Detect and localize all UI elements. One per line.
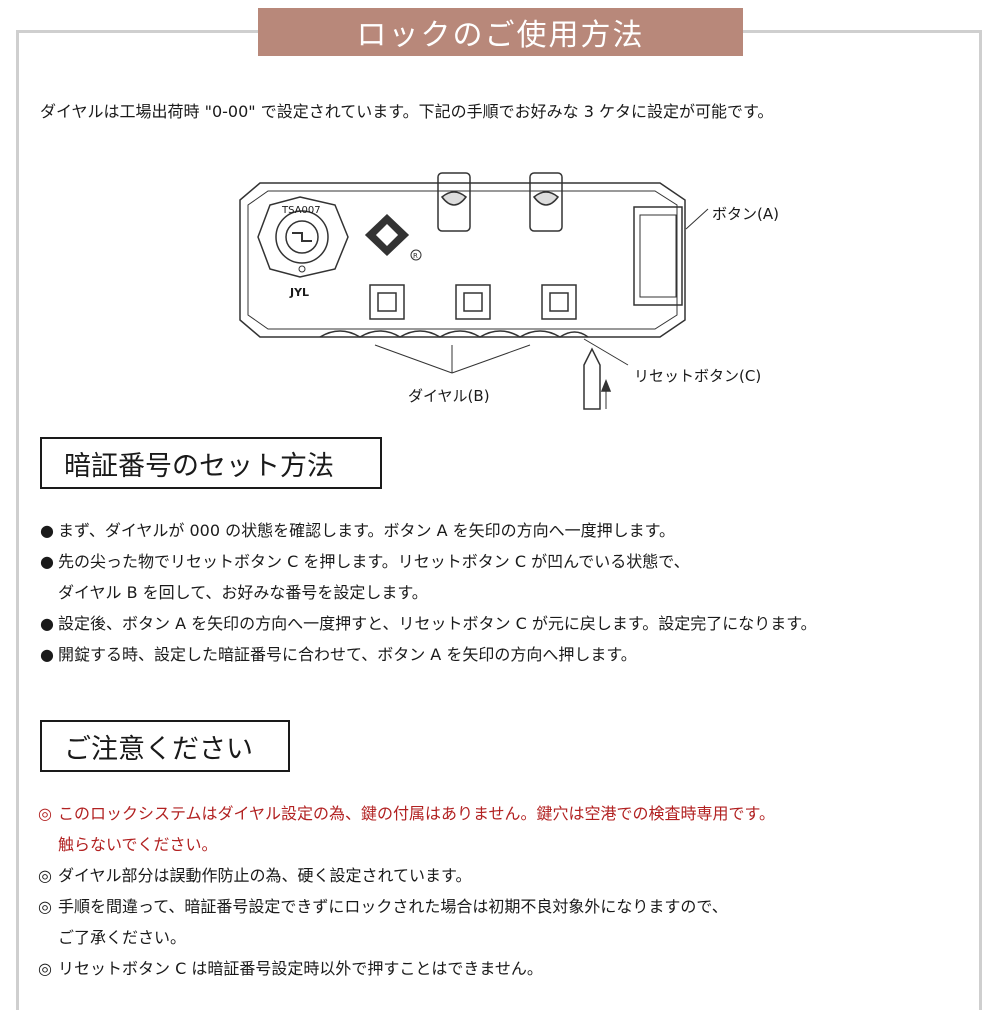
note-text: ご了承ください。: [58, 928, 187, 947]
list-item: ●設定後、ボタン A を矢印の方向へ一度押すと、リセットボタン C が元に戻しま…: [40, 608, 817, 639]
list-item: ●まず、ダイヤルが 000 の状態を確認します。ボタン A を矢印の方向へ一度押…: [40, 515, 817, 546]
page-title: ロックのご使用方法: [258, 8, 743, 56]
step-text: まず、ダイヤルが 000 の状態を確認します。ボタン A を矢印の方向へ一度押し…: [58, 521, 676, 540]
label-reset-c: リセットボタン(C): [634, 367, 761, 385]
lock-body: [239, 182, 686, 338]
label-dial-b: ダイヤル(B): [408, 387, 490, 405]
section-title-setup: 暗証番号のセット方法: [40, 437, 382, 489]
bullet-icon: ●: [40, 614, 54, 633]
bullet-icon: ●: [40, 552, 54, 571]
note-text: ダイヤル部分は誤動作防止の為、硬く設定されています。: [58, 866, 472, 885]
note-mark-icon: ◎: [38, 959, 52, 978]
pin-tool-icon: [583, 347, 601, 410]
note-mark-icon: ◎: [38, 804, 52, 823]
note: ◎ 手順を間違って、暗証番号設定できずにロックされた場合は初期不良対象外になります…: [38, 891, 775, 922]
setup-steps: ●まず、ダイヤルが 000 の状態を確認します。ボタン A を矢印の方向へ一度押…: [40, 515, 817, 670]
caution-notes: ◎ このロックシステムはダイヤル設定の為、鍵の付属はありません。鍵穴は空港での検査…: [38, 798, 775, 984]
note-continuation: ご了承ください。: [38, 922, 775, 953]
note: ◎ リセットボタン C は暗証番号設定時以外で押すことはできません。: [38, 953, 775, 984]
tsa-text: TSA007: [281, 205, 321, 216]
label-button-a: ボタン(A): [712, 205, 779, 223]
dial-wheels: [319, 330, 589, 338]
lock-diagram: TSA007 JYL R ボタン(A) ダイヤル(B) リセットボタン(C): [230, 165, 790, 415]
list-item: ●開錠する時、設定した暗証番号に合わせて、ボタン A を矢印の方向へ押します。: [40, 639, 817, 670]
note-text: このロックシステムはダイヤル設定の為、鍵の付属はありません。鍵穴は空港での検査時…: [58, 804, 775, 823]
bullet-icon: ●: [40, 645, 54, 664]
step-text: 開錠する時、設定した暗証番号に合わせて、ボタン A を矢印の方向へ押します。: [58, 645, 637, 664]
tsa-keyhole: [257, 196, 349, 278]
note-text: 触らないでください。: [58, 835, 218, 854]
note-mark-icon: ◎: [38, 866, 52, 885]
registered-mark: R: [413, 252, 418, 260]
warning-note-continuation: 触らないでください。: [38, 829, 775, 860]
warning-note: ◎ このロックシステムはダイヤル設定の為、鍵の付属はありません。鍵穴は空港での検査…: [38, 798, 775, 829]
button-a-shape: [633, 206, 683, 306]
intro-text: ダイヤルは工場出荷時 "0-00" で設定されています。下記の手順でお好みな 3…: [40, 102, 774, 121]
note-text: リセットボタン C は暗証番号設定時以外で押すことはできません。: [58, 959, 543, 978]
bullet-icon: ●: [40, 521, 54, 540]
step-text: ダイヤル B を回して、お好みな番号を設定します。: [58, 583, 428, 602]
step-text: 先の尖った物でリセットボタン C を押します。リセットボタン C が凹んでいる状…: [58, 552, 690, 571]
note: ◎ ダイヤル部分は誤動作防止の為、硬く設定されています。: [38, 860, 775, 891]
note-text: 手順を間違って、暗証番号設定できずにロックされた場合は初期不良対象外になりますの…: [58, 897, 728, 916]
list-item-continuation: ダイヤル B を回して、お好みな番号を設定します。: [40, 577, 817, 608]
step-text: 設定後、ボタン A を矢印の方向へ一度押すと、リセットボタン C が元に戻します…: [58, 614, 817, 633]
section-title-caution: ご注意ください: [40, 720, 290, 772]
list-item: ●先の尖った物でリセットボタン C を押します。リセットボタン C が凹んでいる…: [40, 546, 817, 577]
brand-text: JYL: [289, 286, 309, 299]
note-mark-icon: ◎: [38, 897, 52, 916]
